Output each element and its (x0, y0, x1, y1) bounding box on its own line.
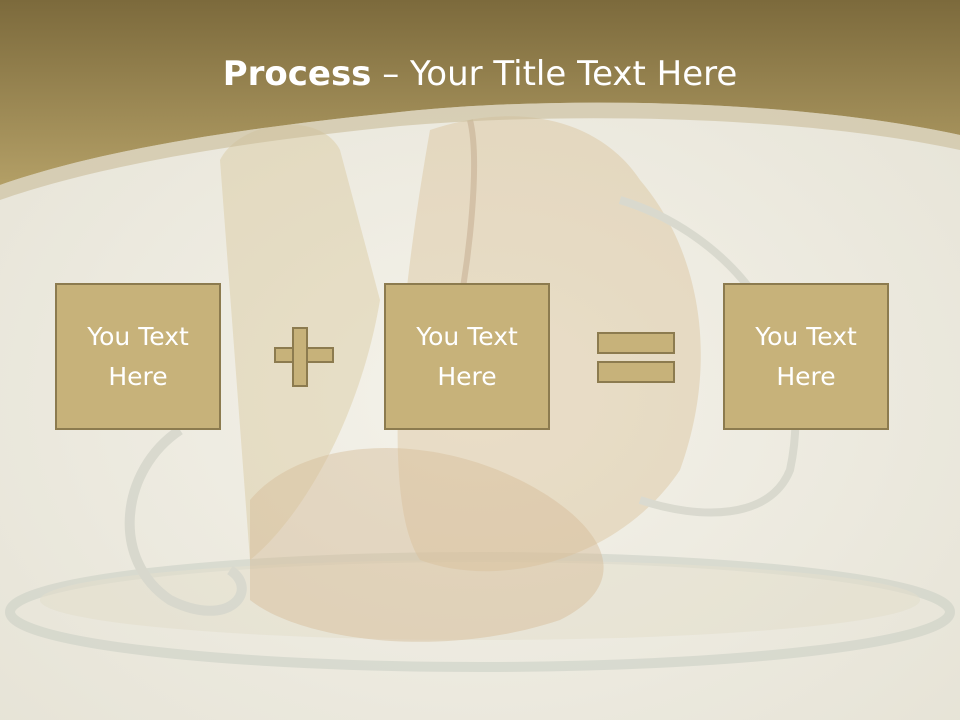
process-box-3-text: You Text Here (755, 321, 857, 391)
process-box-1: You Text Here (55, 283, 221, 430)
process-box-1-text: You Text Here (87, 321, 189, 391)
title-rest: – Your Title Text Here (371, 54, 738, 94)
teacup-splash-image (5, 116, 955, 672)
slide-title: Process – Your Title Text Here (0, 52, 960, 96)
title-bold: Process (222, 54, 372, 94)
process-box-2-text: You Text Here (416, 321, 518, 391)
process-box-2: You Text Here (384, 283, 550, 430)
process-box-3: You Text Here (723, 283, 889, 430)
